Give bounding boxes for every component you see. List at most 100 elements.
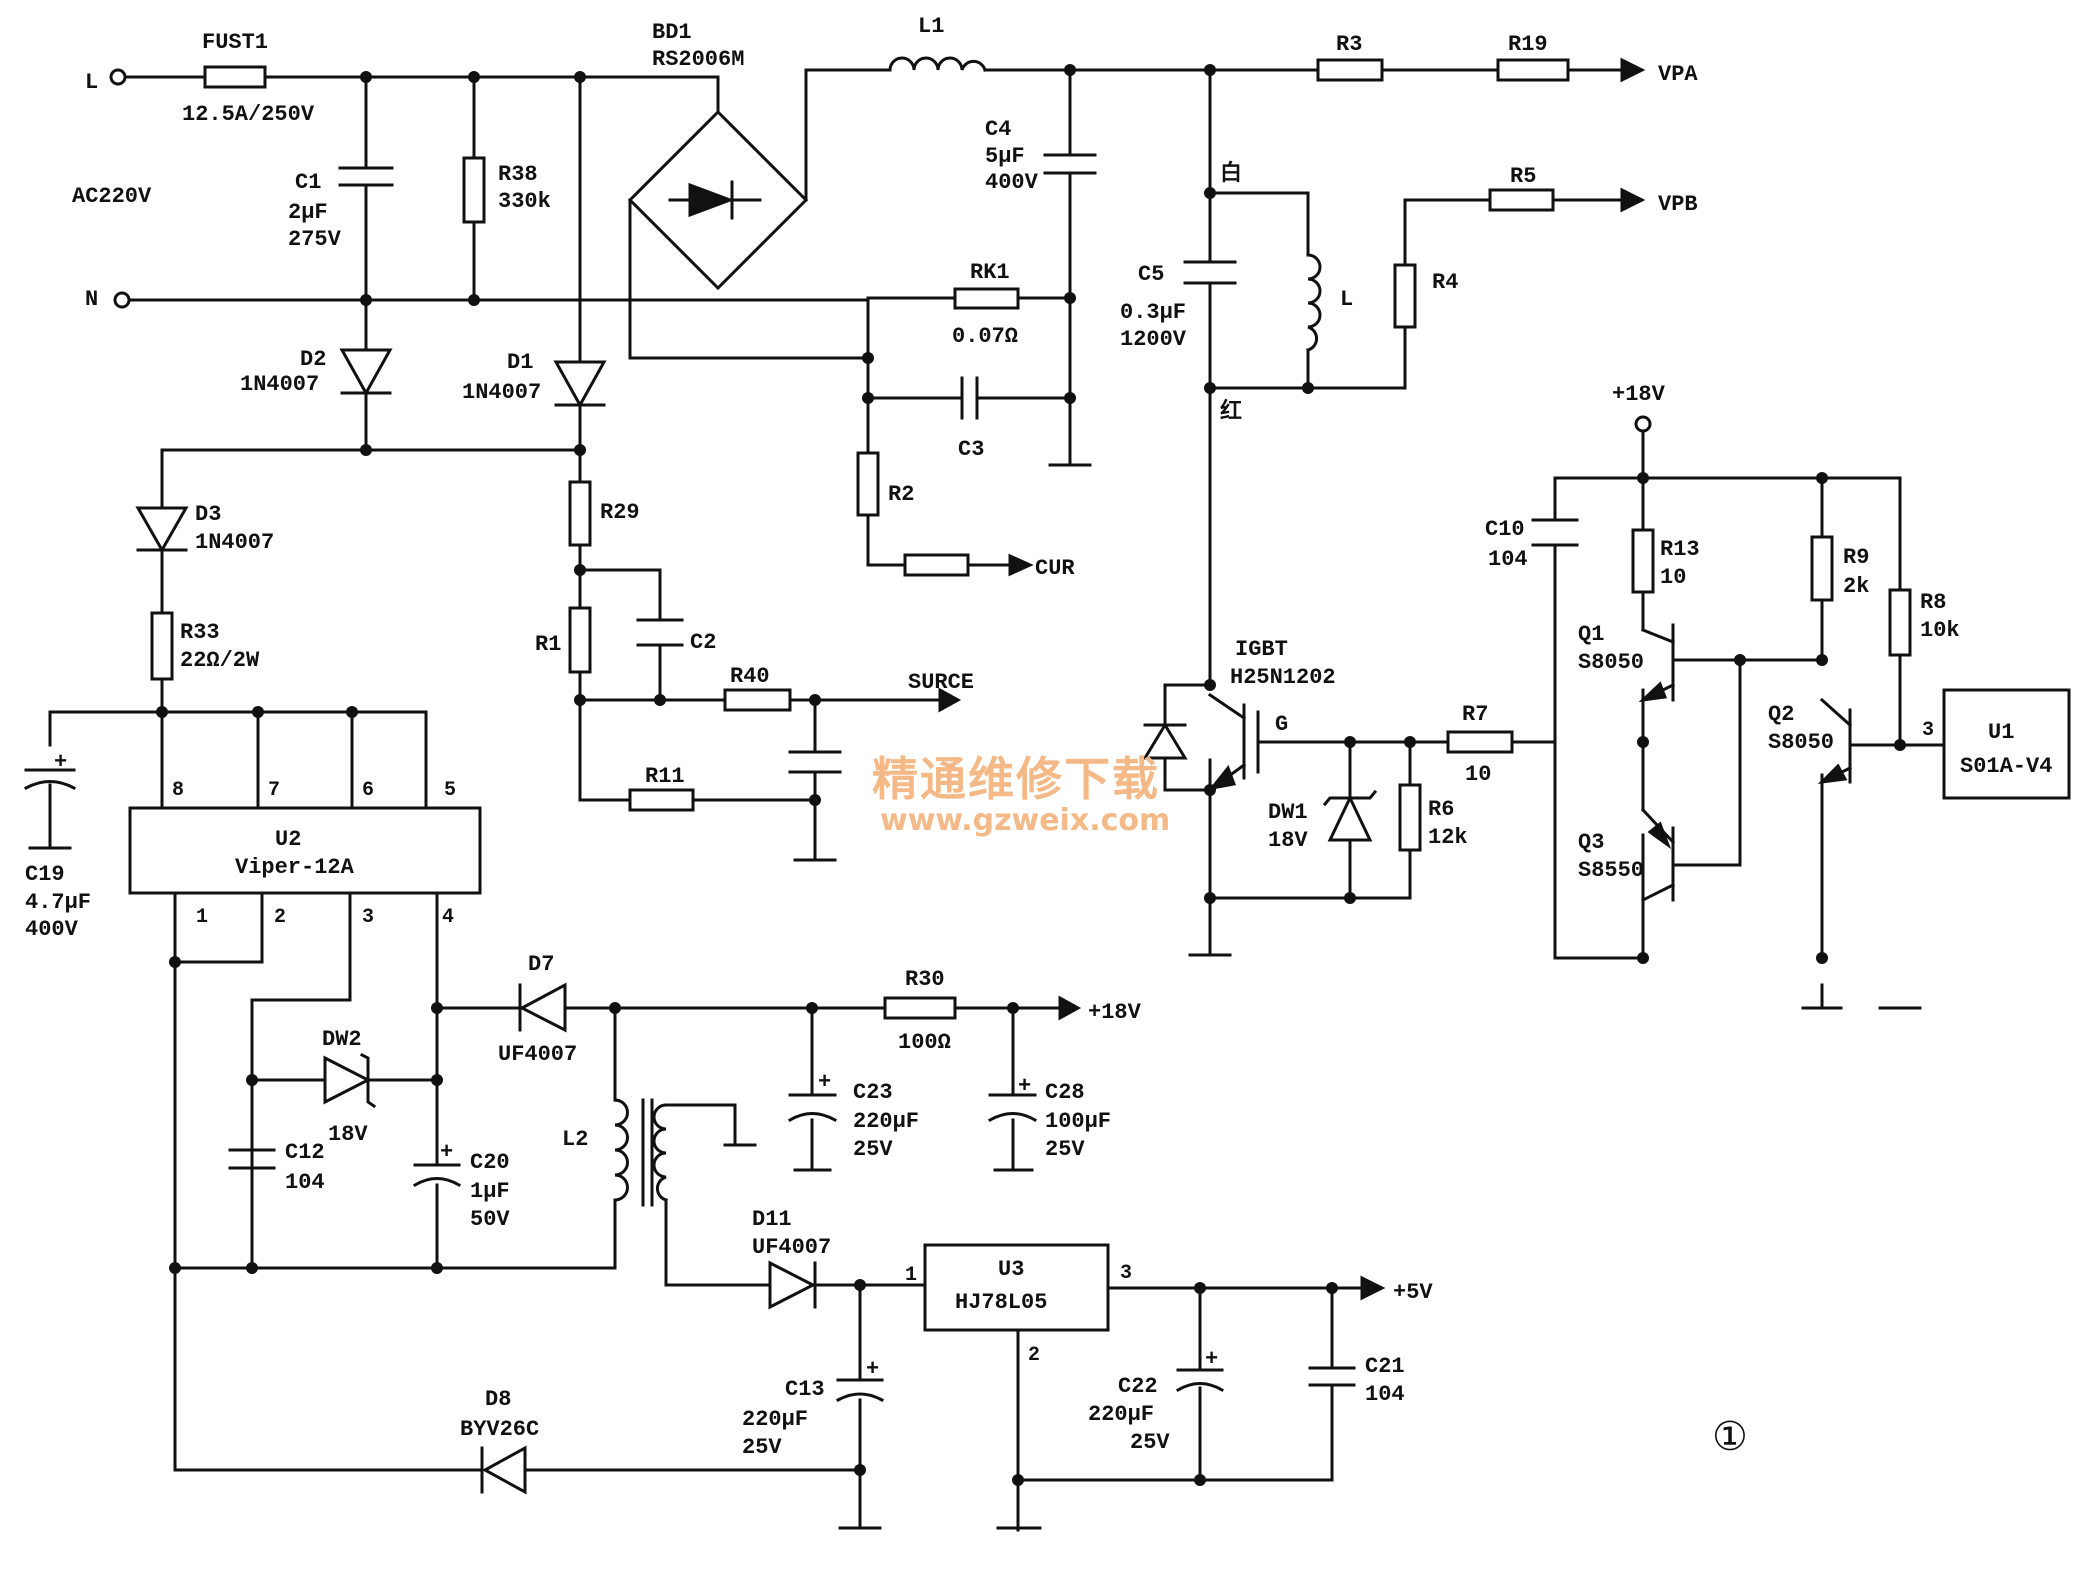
watermark-cn: 精通维修下载 — [872, 752, 1160, 806]
resistor-r40 — [723, 688, 792, 712]
u1-value: S01A-V4 — [1960, 754, 2052, 779]
c28-value-1: 100μF — [1045, 1109, 1111, 1134]
q2-value: S8050 — [1768, 730, 1834, 755]
c21-value: 104 — [1365, 1382, 1405, 1407]
igbt-gate: G — [1275, 712, 1288, 737]
u2-pin8: 8 — [172, 779, 184, 802]
d8-value: BYV26C — [460, 1417, 539, 1442]
resistor-r2 — [856, 451, 880, 517]
capacitor-c19: + — [23, 750, 77, 791]
r19-ref: R19 — [1508, 32, 1548, 57]
c19-value-2: 400V — [25, 917, 79, 942]
terminal-l — [109, 68, 127, 86]
resistor-rk1 — [953, 287, 1020, 310]
figure-number: ① — [1712, 1414, 1748, 1460]
junction-dots — [156, 64, 1906, 1486]
resistor-r9 — [1810, 535, 1834, 602]
resistor-r30 — [883, 996, 957, 1020]
resistor-r7 — [1446, 730, 1514, 754]
u3-pin3: 3 — [1120, 1262, 1132, 1285]
capacitor-c10 — [1531, 518, 1579, 547]
r7-ref: R7 — [1462, 702, 1488, 727]
c22-value-1: 220μF — [1088, 1402, 1154, 1427]
vpa-arrow — [1620, 57, 1646, 83]
svg-text:+: + — [1205, 1347, 1218, 1372]
watermark-url: www.gzweix.com — [880, 803, 1170, 838]
u2-pin1: 1 — [196, 906, 208, 929]
r3-ref: R3 — [1336, 32, 1362, 57]
terminal-l-label: L — [85, 70, 98, 95]
svg-text:+: + — [1018, 1074, 1031, 1099]
resistor-r29 — [568, 480, 592, 547]
c10-ref: C10 — [1485, 517, 1525, 542]
diode-d1 — [553, 360, 607, 409]
u1-ref: U1 — [1988, 720, 2014, 745]
terminal-18v — [1634, 415, 1652, 433]
capacitor-c20: + — [412, 1140, 462, 1188]
r4-ref: R4 — [1432, 270, 1458, 295]
q1-ref: Q1 — [1578, 622, 1604, 647]
d1-value: 1N4007 — [462, 380, 541, 405]
capacitor-c13: + — [835, 1357, 885, 1403]
c4-value-2: 400V — [985, 170, 1039, 195]
dw1-ref: DW1 — [1268, 800, 1308, 825]
terminal-n-label: N — [85, 287, 98, 312]
svg-text:+: + — [54, 750, 67, 775]
inductor-coil — [1306, 253, 1322, 352]
c5-value-2: 1200V — [1120, 327, 1187, 352]
c2-ref: C2 — [690, 630, 716, 655]
c23-value-1: 220μF — [853, 1109, 919, 1134]
vpa-label: VPA — [1658, 62, 1698, 87]
resistor-r33 — [150, 611, 174, 681]
u2-pin4: 4 — [442, 906, 454, 929]
svg-text:+: + — [818, 1070, 831, 1095]
resistor-cur — [903, 553, 970, 577]
capacitor-c1 — [338, 166, 394, 187]
fuse-ref: FUST1 — [202, 30, 268, 55]
zener-dw2 — [323, 1052, 377, 1109]
terminal-n — [113, 291, 131, 309]
r33-value: 22Ω/2W — [180, 648, 260, 673]
diode-freewheel — [1142, 722, 1188, 760]
resistor-r3 — [1316, 58, 1384, 82]
r29-ref: R29 — [600, 500, 640, 525]
r9-ref: R9 — [1843, 545, 1869, 570]
c19-value-1: 4.7μF — [25, 890, 91, 915]
dw1-value: 18V — [1268, 828, 1308, 853]
c5-value-1: 0.3μF — [1120, 300, 1186, 325]
u3-pin2: 2 — [1028, 1344, 1040, 1367]
diode-d11 — [768, 1260, 817, 1310]
c20-value-1: 1μF — [470, 1179, 510, 1204]
c23-ref: C23 — [853, 1080, 893, 1105]
coil-red: 红 — [1220, 398, 1242, 425]
c4-value-1: 5μF — [985, 144, 1025, 169]
c20-value-2: 50V — [470, 1207, 510, 1232]
capacitor-c3 — [960, 376, 979, 420]
resistor-r6 — [1398, 783, 1422, 852]
r30-ref: R30 — [905, 967, 945, 992]
d11-value: UF4007 — [752, 1235, 831, 1260]
resistor-r5 — [1488, 188, 1555, 212]
diode-d3 — [135, 506, 189, 554]
capacitor-c23: + — [787, 1070, 838, 1123]
c1-ref: C1 — [295, 170, 321, 195]
c22-ref: C22 — [1118, 1374, 1158, 1399]
c23-value-2: 25V — [853, 1137, 893, 1162]
rk1-ref: RK1 — [970, 260, 1010, 285]
c28-value-2: 25V — [1045, 1137, 1085, 1162]
resistor-r1 — [568, 606, 592, 674]
diode-d7 — [518, 982, 567, 1033]
out18-arrow — [1058, 995, 1082, 1021]
d7-value: UF4007 — [498, 1042, 577, 1067]
c5-ref: C5 — [1138, 262, 1164, 287]
r38-ref: R38 — [498, 162, 538, 187]
c20-ref: C20 — [470, 1150, 510, 1175]
transistor-q1 — [1638, 623, 1676, 703]
r38-value: 330k — [498, 189, 551, 214]
c12-ref: C12 — [285, 1140, 325, 1165]
r8-value: 10k — [1920, 618, 1960, 643]
zener-dw1 — [1322, 789, 1378, 842]
out5-arrow — [1360, 1275, 1386, 1301]
cur-label: CUR — [1035, 556, 1075, 581]
q2-ref: Q2 — [1768, 702, 1794, 727]
